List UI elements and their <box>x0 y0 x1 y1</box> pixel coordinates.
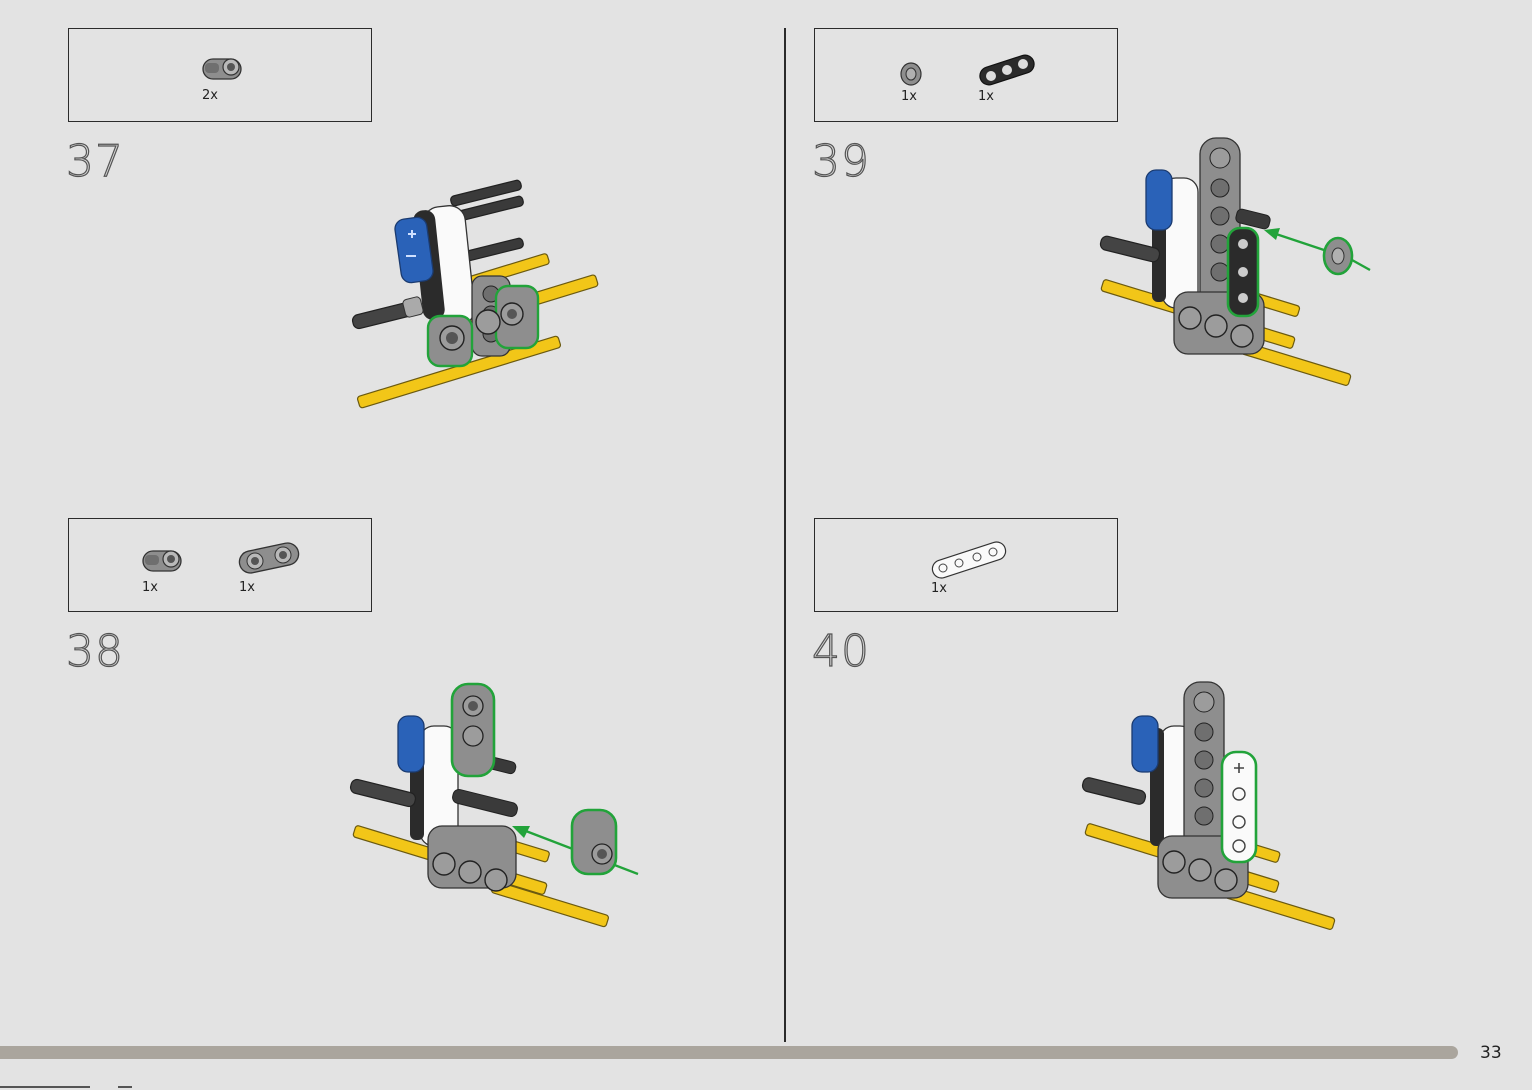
black-liftarm-3-part <box>975 49 1039 89</box>
page-divider <box>784 28 786 1042</box>
white-liftarm-4-part <box>927 537 1011 581</box>
step-39-build-illustration <box>1090 132 1380 416</box>
footer-line <box>0 1086 90 1088</box>
step-37-build-illustration <box>340 176 620 420</box>
grey-cross-connector-part <box>199 51 247 85</box>
page-number: 33 <box>1480 1043 1502 1063</box>
grey-cross-connector-part <box>139 543 187 577</box>
footer-mark <box>118 1086 132 1088</box>
step-40-build-illustration <box>1074 676 1354 960</box>
part-quantity: 1x <box>901 89 917 104</box>
parts-box-step-38: 1x 1x <box>68 518 372 612</box>
part-quantity: 1x <box>142 580 158 595</box>
grey-bush-part <box>899 61 923 87</box>
part-quantity: 1x <box>931 581 947 596</box>
part-quantity: 1x <box>978 89 994 104</box>
parts-box-step-39: 1x 1x <box>814 28 1118 122</box>
grey-double-cross-connector-part <box>235 537 305 575</box>
progress-bar <box>0 1046 1458 1059</box>
part-quantity: 2x <box>202 88 218 103</box>
parts-box-step-37: 2x <box>68 28 372 122</box>
step-number-38: 38 <box>66 626 124 677</box>
step-number-39: 39 <box>812 136 870 187</box>
step-number-37: 37 <box>66 136 124 187</box>
part-quantity: 1x <box>239 580 255 595</box>
step-38-build-illustration <box>340 676 650 960</box>
parts-box-step-40: 1x <box>814 518 1118 612</box>
step-number-40: 40 <box>812 626 870 677</box>
